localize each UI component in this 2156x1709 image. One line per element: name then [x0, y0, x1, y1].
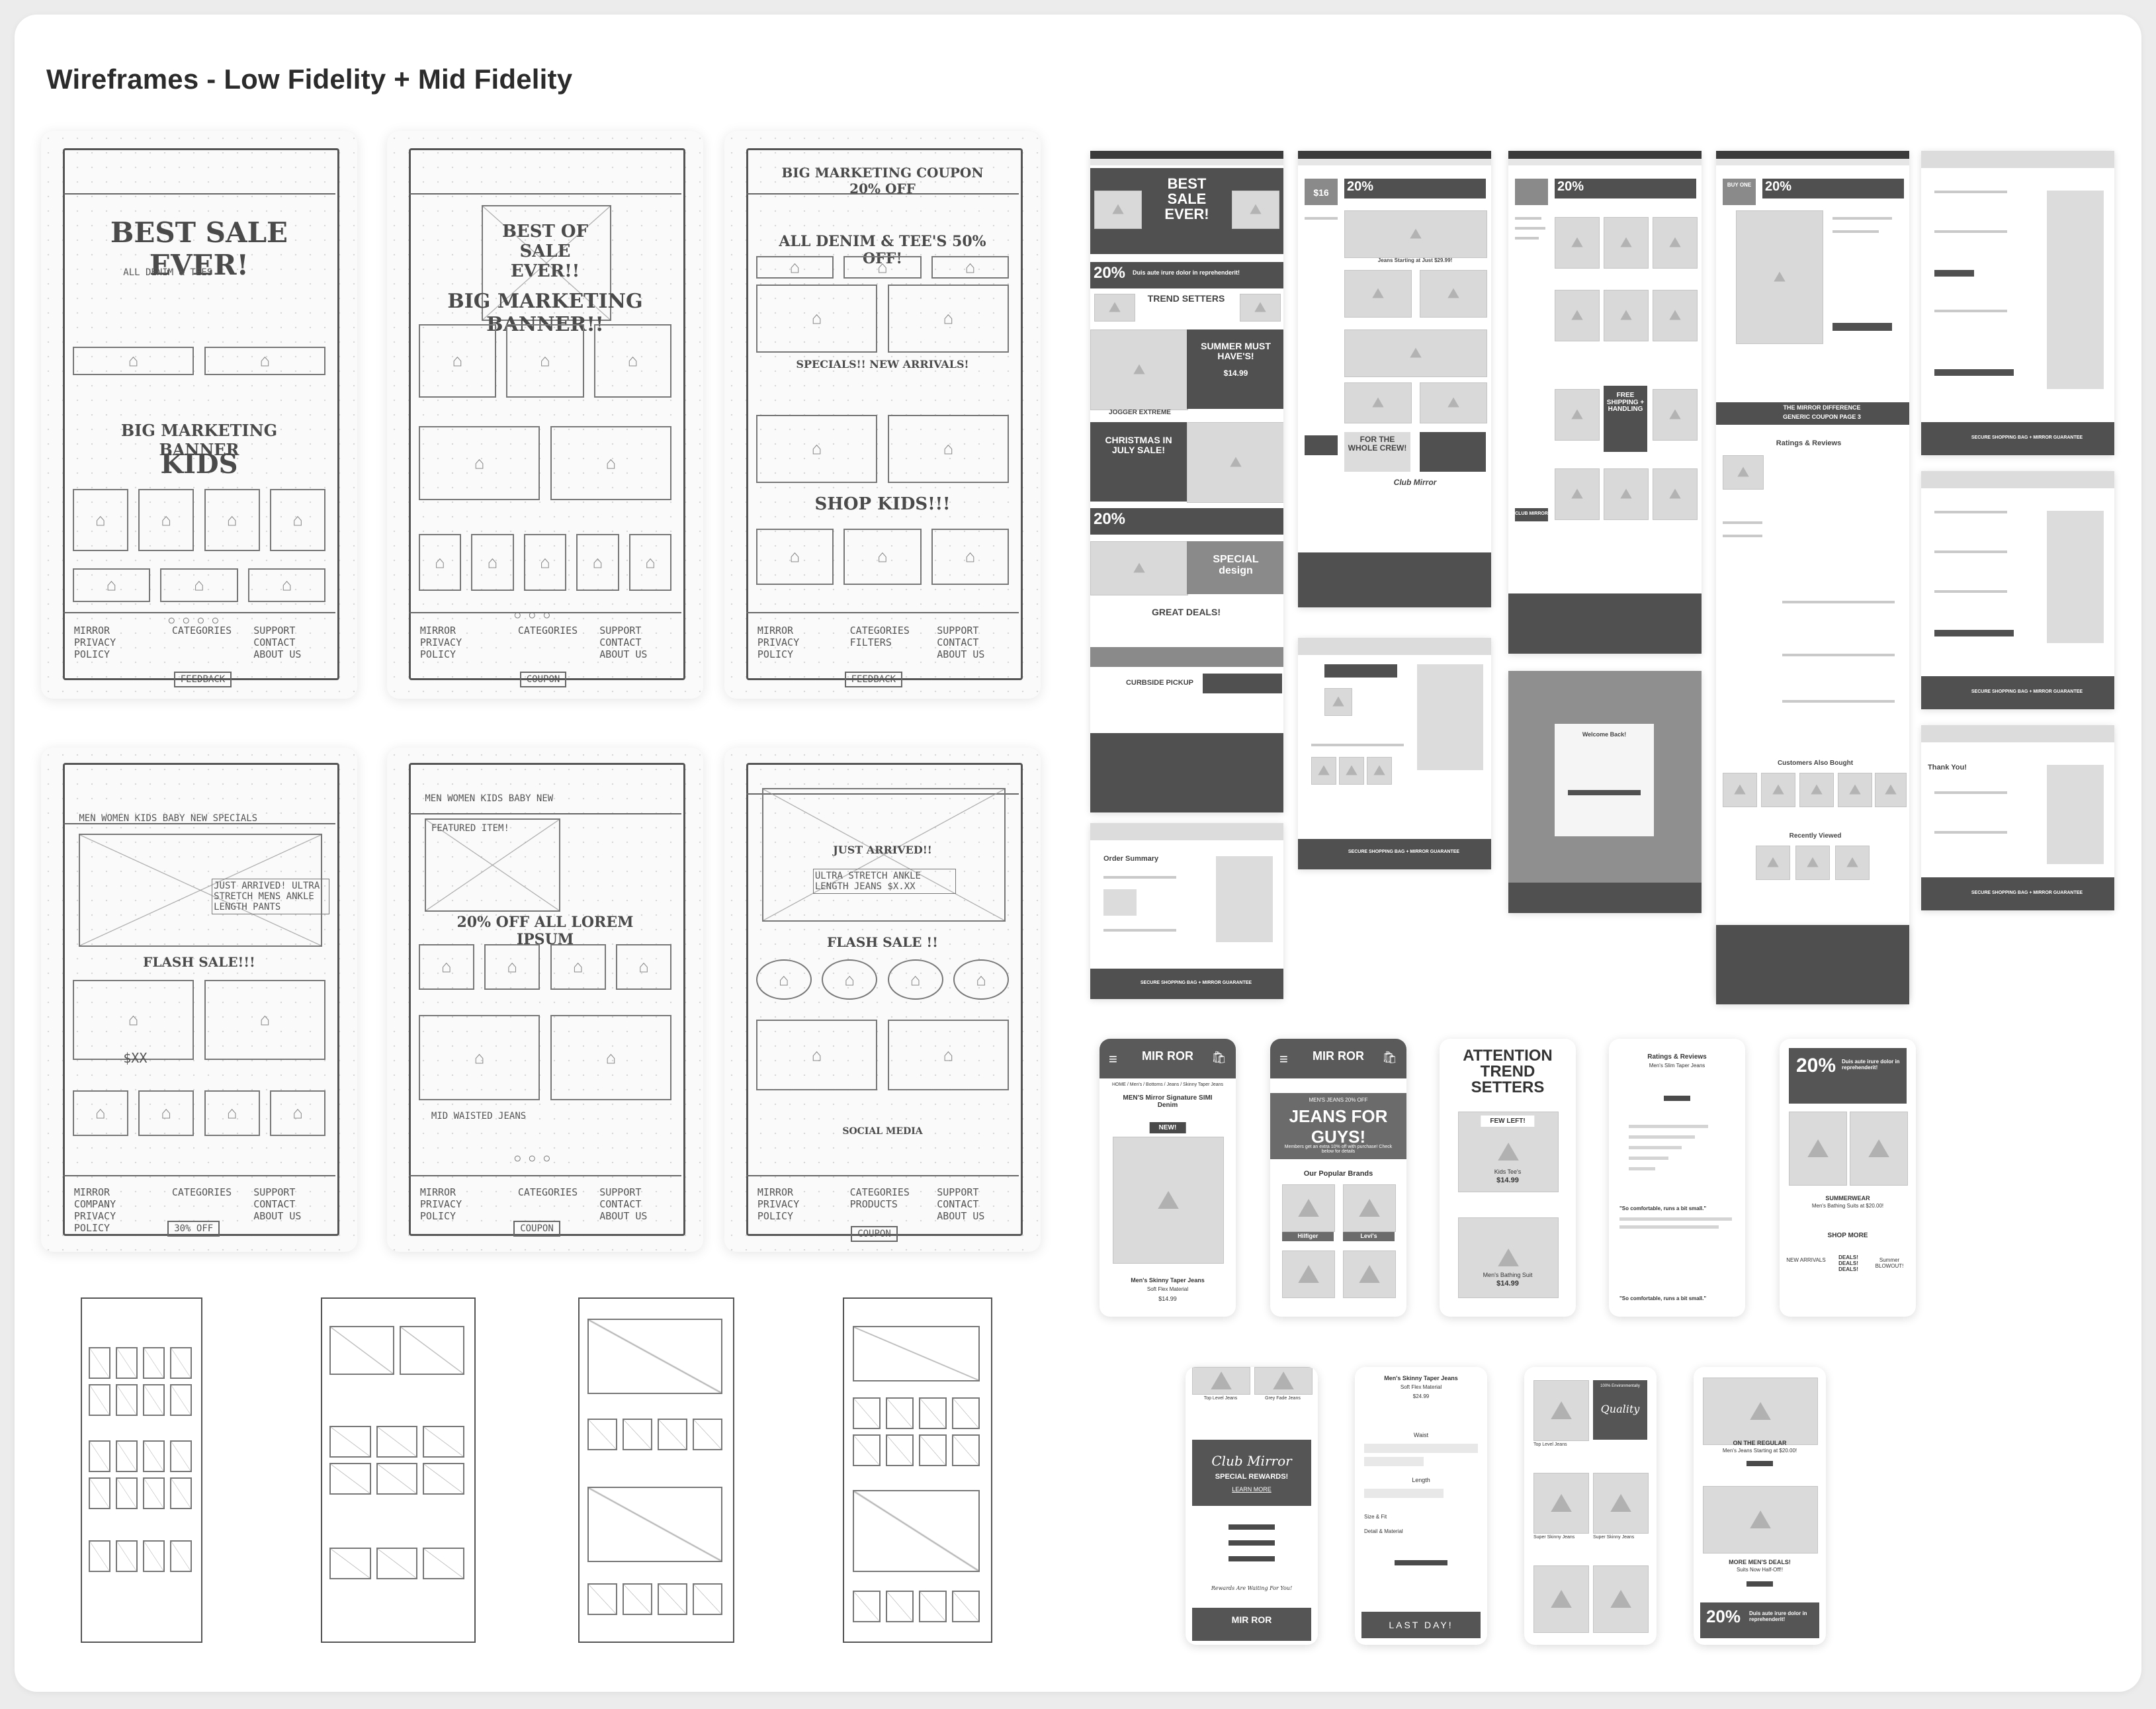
sketch-cta: COUPON [519, 671, 567, 687]
rough-sketch-3 [542, 1290, 767, 1647]
mobile-coupon-summer: 20% Duis aute irure dolor in reprehender… [1780, 1039, 1916, 1317]
sketch-banner: FLASH SALE!!! [143, 954, 255, 971]
sketch-cta: 30% OFF [167, 1221, 220, 1237]
thank-you-title: Thank You! [1928, 764, 1967, 771]
sketch-home-4: MEN WOMEN KIDS BABY NEW SPECIALS JUST AR… [41, 748, 357, 1252]
sketch-frame [63, 148, 339, 680]
sketch-headline: JUST ARRIVED!! [833, 843, 932, 856]
wireframe-product: BUY ONE 20% THE MIRROR DIFFERENCE GENERI… [1716, 151, 1909, 998]
sketch-headline: BEST OF SALE EVER!! [501, 222, 589, 282]
rough-sketch-4 [794, 1290, 1039, 1647]
sketch-product-row [72, 488, 326, 551]
hero-headline: BEST SALE EVER! [1164, 175, 1209, 223]
mobile-product-detail: ≡ MIR ROR 🛍 HOME / Men's / Bottoms / Jea… [1100, 1039, 1236, 1317]
wireframe-cart: SECURE SHOPPING BAG + MIRROR GUARANTEE [1298, 638, 1491, 869]
menu-icon[interactable]: ≡ [1109, 1051, 1117, 1067]
mobile-regular-deals: ON THE REGULAR Men's Jeans Starting at $… [1694, 1367, 1826, 1645]
wireframe-order-summary: Order Summary SECURE SHOPPING BAG + MIRR… [1090, 823, 1283, 999]
wireframe-checkout-1: SECURE SHOPPING BAG + MIRROR GUARANTEE [1921, 151, 2114, 455]
sketch-banner: SPECIALS!! NEW ARRIVALS! [796, 358, 969, 371]
sketch-feature: SHOP KIDS!!! [814, 494, 951, 515]
sketch-home-6: JUST ARRIVED!! ULTRA STRETCH ANKLE LENGT… [724, 748, 1041, 1252]
wireframe-home: BEST SALE EVER! 20% Duis aute irure dolo… [1090, 151, 1283, 812]
sketch-price: $XX [123, 1050, 148, 1067]
board-title: Wireframes - Low Fidelity + Mid Fidelity [46, 64, 573, 95]
sketch-headline: FEATURED ITEM! [431, 823, 509, 834]
sketch-cta: FEEDBACK [844, 671, 903, 687]
wireframe-checkout-2: SECURE SHOPPING BAG + MIRROR GUARANTEE [1921, 471, 2114, 709]
wireframe-footer [1716, 925, 1909, 1004]
trend-setters: TREND SETTERS [1147, 293, 1225, 304]
sketch-feature: KIDS [160, 449, 238, 480]
sketch-home-2: BEST OF SALE EVER!! BIG MARKETING BANNER… [387, 131, 703, 699]
sketch-banner: BIG MARKETING BANNER [120, 420, 278, 459]
write-review-button[interactable] [1664, 1096, 1690, 1101]
bag-icon[interactable]: 🛍 [1211, 1051, 1227, 1064]
sketch-footer: MIRROR PRIVACY POLICY CATEGORIES SUPPORT… [63, 612, 335, 676]
sketch-headline: BIG MARKETING COUPON 20% OFF [781, 165, 984, 197]
sketch-sub: ALL DENIM & TEES [123, 267, 213, 278]
sketch-home-1: BEST SALE EVER! ALL DENIM & TEES BIG MAR… [41, 131, 357, 699]
sketch-cta: FEEDBACK [173, 671, 232, 687]
wireframe-thank-you: Thank You! SECURE SHOPPING BAG + MIRROR … [1921, 725, 2114, 910]
sketch-product-row-2 [72, 568, 326, 603]
sketch-nav: MEN WOMEN KIDS BABY NEW SPECIALS [79, 813, 258, 824]
sketch-home-5: MEN WOMEN KIDS BABY NEW FEATURED ITEM! 2… [387, 748, 703, 1252]
sketch-buttons [72, 347, 326, 375]
mobile-trend-setters: ATTENTION TREND SETTERS FEW LEFT! Kids T… [1440, 1039, 1576, 1317]
wireframe-login-modal: Welcome Back! [1508, 671, 1702, 913]
sketch-banner: FLASH SALE !! [827, 934, 938, 950]
sketch-pager-dots: ○○○○ [167, 613, 226, 629]
curbside-pickup: CURBSIDE PICKUP [1125, 679, 1194, 687]
sketch-nav: MEN WOMEN KIDS BABY NEW [425, 793, 554, 804]
coupon-text: Duis aute irure dolor in reprehenderit! [1132, 269, 1240, 276]
sketch-feature: SOCIAL MEDIA [842, 1125, 923, 1137]
mobile-reviews: Ratings & Reviews Men's Slim Taper Jeans… [1609, 1039, 1745, 1317]
rough-sketch-2 [291, 1290, 503, 1647]
sketch-banner: 20% OFF ALL LOREM IPSUM [456, 914, 634, 949]
sketch-sub: ULTRA STRETCH ANKLE LENGTH JEANS $X.XX [812, 868, 957, 894]
coupon-pct: 20% [1093, 264, 1126, 282]
sketch-feature: MID WAISTED JEANS [431, 1110, 527, 1121]
sketch-headline: BEST SALE EVER! [110, 216, 288, 281]
sketch-headline: JUST ARRIVED! ULTRA STRETCH MENS ANKLE L… [212, 879, 330, 915]
wireframe-listing: 20% FREE SHIPPING + HANDLING CLUB MIRROR [1508, 151, 1702, 654]
wireframe-category: $16 20% Jeans Starting at Just $29.99! F… [1298, 151, 1491, 607]
sketch-cta: COUPON [513, 1221, 560, 1237]
sketch-header [63, 148, 335, 195]
sketch-hero [482, 204, 611, 322]
mobile-club-rewards: Top Level Jeans Grey Fade Jeans Club Mir… [1186, 1367, 1318, 1645]
sketch-cta: COUPON [851, 1225, 898, 1242]
summer-must-haves: SUMMER MUST HAVE'S! [1201, 341, 1271, 361]
christmas-sale: CHRISTMAS IN JULY SALE! [1105, 435, 1172, 455]
sketch-home-3: BIG MARKETING COUPON 20% OFF ALL DENIM &… [724, 131, 1041, 699]
mobile-category-promo: ≡ MIR ROR 🛍 MEN'S JEANS 20% OFF JEANS FO… [1270, 1039, 1406, 1317]
mobile-size-select: Men's Skinny Taper Jeans Soft Flex Mater… [1355, 1367, 1487, 1645]
rough-sketch-1 [41, 1290, 239, 1647]
mobile-quality-grid: 100% Environmentally Quality Top Level J… [1524, 1367, 1657, 1645]
